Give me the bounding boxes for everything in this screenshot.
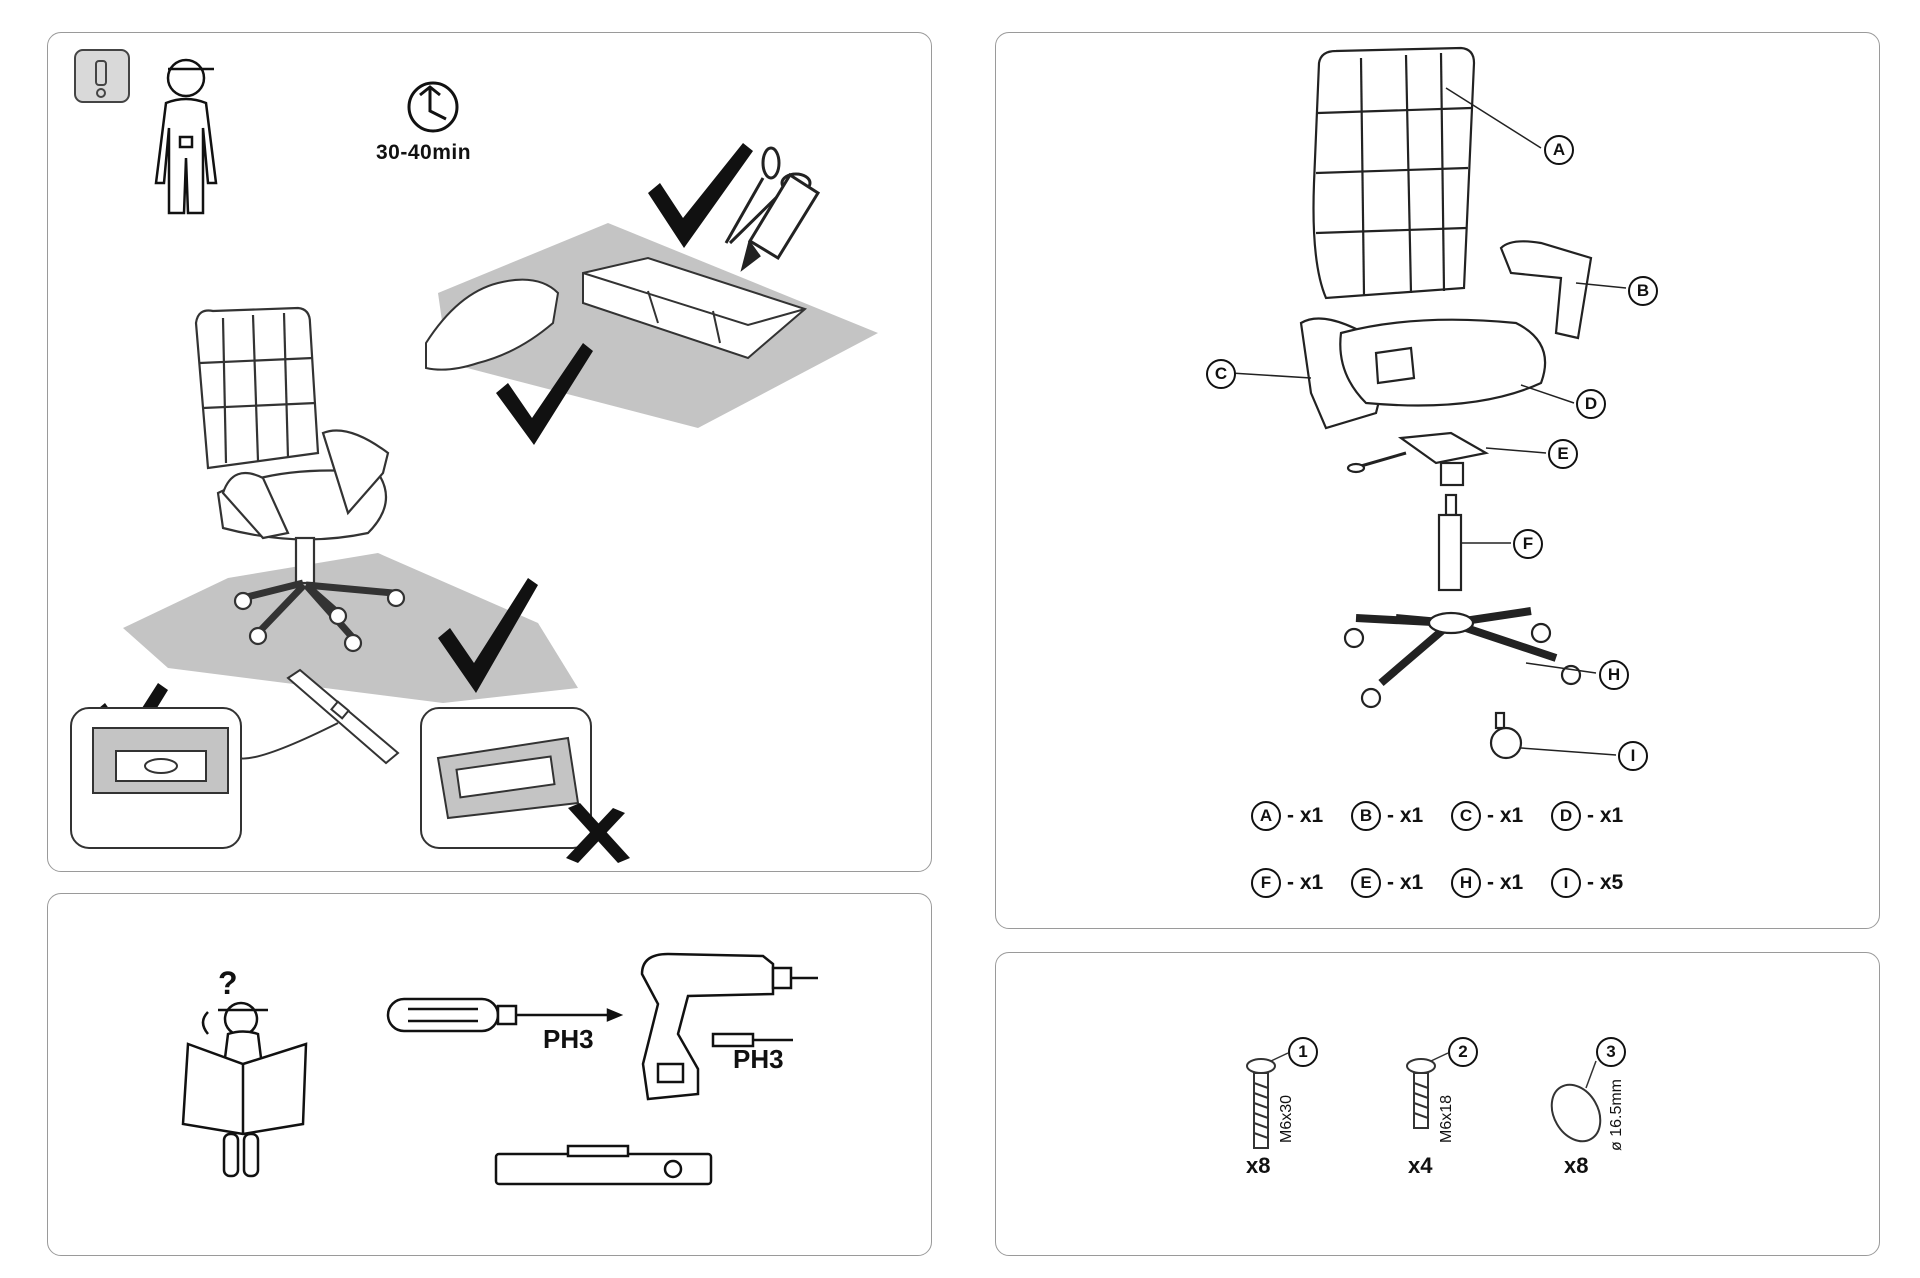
mechanism-part xyxy=(1346,431,1490,487)
hardware-num-3: 3 xyxy=(1596,1037,1626,1067)
part-label-f: F xyxy=(1513,529,1543,559)
gas-lift-part xyxy=(1437,493,1463,592)
part-label-c: C xyxy=(1206,359,1236,389)
seat-part xyxy=(1339,318,1547,407)
armrest-right-part xyxy=(1499,240,1593,340)
screwdriver-icon xyxy=(386,997,624,1033)
base-part xyxy=(1343,607,1582,709)
preparation-panel: 30-40min xyxy=(47,32,932,872)
qty-e: E- x1 xyxy=(1351,868,1423,898)
hardware-count-3: x8 xyxy=(1564,1153,1589,1178)
part-label-a: A xyxy=(1544,135,1574,165)
tools-illustration: ? xyxy=(181,952,818,1186)
hardware-num-2: 2 xyxy=(1448,1037,1478,1067)
hardware-spec-3: ø 16.5mm xyxy=(1608,1078,1625,1151)
level-bad-detail xyxy=(420,707,592,849)
hardware-panel: 1 2 3 M6x30 M6x18 ø 16.5mm x8 x4 x8 xyxy=(995,952,1880,1256)
parts-illustration xyxy=(1230,46,1627,760)
level-on-floor xyxy=(286,668,400,765)
part-label-b: B xyxy=(1628,276,1658,306)
bolt-m6x18-icon xyxy=(1406,1058,1436,1129)
qty-f: F- x1 xyxy=(1251,868,1323,898)
drill-bit-label: PH3 xyxy=(733,1044,784,1074)
hardware-count-1: x8 xyxy=(1246,1153,1271,1178)
qty-a: A- x1 xyxy=(1251,801,1323,831)
svg-text:?: ? xyxy=(218,965,238,1001)
qty-d: D- x1 xyxy=(1551,801,1623,831)
qty-c: C- x1 xyxy=(1451,801,1523,831)
preparation-illustration xyxy=(70,49,878,863)
hardware-count-2: x4 xyxy=(1408,1153,1433,1178)
parts-panel: A B C D E F H I A- x1 B- x1 C- x1 D- x1 … xyxy=(995,32,1880,929)
part-label-e: E xyxy=(1548,439,1578,469)
chair-illustration xyxy=(194,306,406,653)
tools-panel: ? xyxy=(47,893,932,1256)
hardware-illustration xyxy=(1246,1052,1602,1149)
caster-part xyxy=(1489,711,1523,760)
qty-b: B- x1 xyxy=(1351,801,1423,831)
hardware-spec-1: M6x30 xyxy=(1278,1094,1295,1143)
cross-icon xyxy=(566,803,630,863)
check-icon-2 xyxy=(496,343,593,445)
level-ok-detail xyxy=(70,707,242,849)
assembly-time: 30-40min xyxy=(376,141,472,164)
clock-icon xyxy=(407,81,459,133)
part-label-h: H xyxy=(1599,660,1629,690)
help-person-icon: ? xyxy=(181,965,308,1178)
drill-icon xyxy=(640,952,818,1101)
cap-icon xyxy=(1550,1083,1602,1143)
qty-i: I- x5 xyxy=(1551,868,1623,898)
check-icon-1 xyxy=(648,143,753,248)
qty-h: H- x1 xyxy=(1451,868,1523,898)
bolt-m6x30-icon xyxy=(1246,1058,1276,1149)
warning-icon xyxy=(74,49,130,103)
spirit-level-icon xyxy=(494,1144,713,1186)
backrest-part xyxy=(1312,46,1476,300)
cutter-icon xyxy=(740,172,821,272)
hardware-num-1: 1 xyxy=(1288,1037,1318,1067)
check-icon-3 xyxy=(438,578,538,693)
part-label-i: I xyxy=(1618,741,1648,771)
check-icon-4 xyxy=(93,683,168,755)
screwdriver-label: PH3 xyxy=(543,1024,594,1054)
worker-icon xyxy=(154,58,218,215)
part-label-d: D xyxy=(1576,389,1606,419)
hardware-spec-2: M6x18 xyxy=(1438,1094,1455,1143)
